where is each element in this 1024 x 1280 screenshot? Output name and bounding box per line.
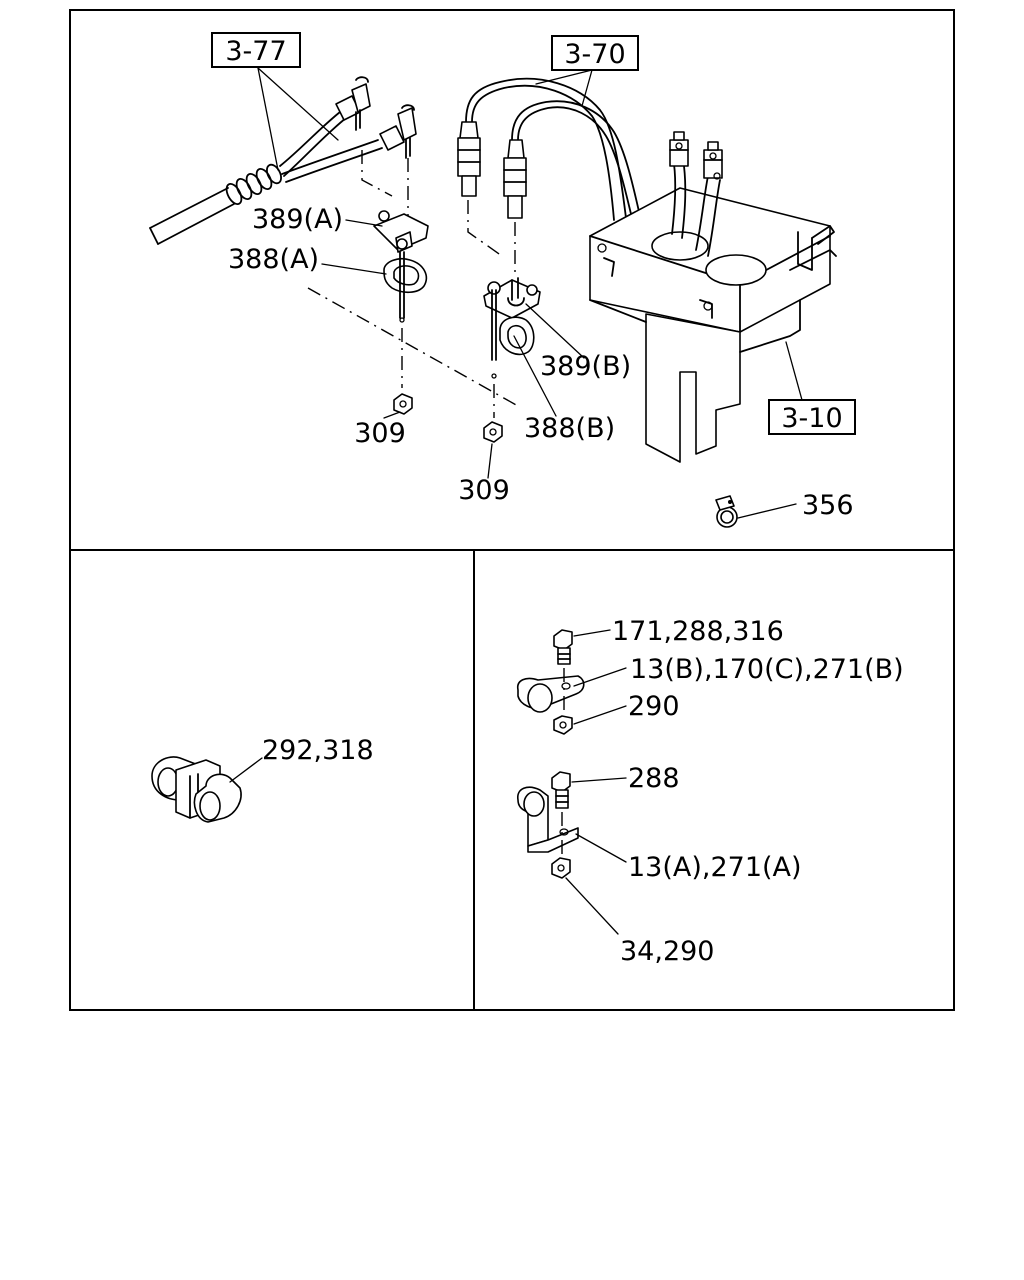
label-309-left: 309: [354, 418, 406, 449]
ref-3-70-label: 3-70: [564, 39, 625, 70]
label-288: 288: [628, 763, 680, 794]
leader-290: [573, 705, 627, 725]
label-356: 356: [802, 490, 854, 521]
label-389a: 389(A): [252, 204, 343, 235]
double-clip-drawing: [151, 756, 242, 823]
leader-34: [565, 877, 619, 935]
harness-3-77-drawing: [149, 76, 519, 415]
panel-frames: [69, 9, 955, 1011]
label-13a-271a: 13(A),271(A): [628, 852, 802, 883]
label-34-290: 34,290: [620, 936, 714, 967]
label-290: 290: [628, 691, 680, 722]
ref-3-10-box: 3-10: [768, 399, 856, 435]
leader-171: [573, 629, 611, 637]
leader-292: [229, 757, 263, 783]
hoses-3-70-drawing: [457, 77, 641, 443]
ref-3-70-box: 3-70: [551, 35, 639, 71]
leader-13a: [575, 833, 627, 863]
label-171-288-316: 171,288,316: [612, 616, 784, 647]
upper-clamp-drawing: [516, 629, 585, 735]
bottom-left-panel-frame: [69, 549, 475, 1011]
label-309-right: 309: [458, 475, 510, 506]
ref-3-77-box: 3-77: [211, 32, 301, 68]
clamp-356-drawing: [715, 495, 738, 528]
leader-288: [571, 777, 627, 783]
ref-3-77-label: 3-77: [225, 36, 286, 67]
top-leader-lines: [257, 67, 803, 519]
label-389b: 389(B): [540, 351, 631, 382]
lower-clamp-drawing: [517, 771, 579, 879]
bottom-right-panel-frame: [473, 549, 955, 1011]
leader-13b: [573, 667, 627, 687]
ref-3-10-label: 3-10: [781, 403, 842, 434]
label-13b-170c-271b: 13(B),170(C),271(B): [630, 654, 904, 685]
box-3-10-drawing: [589, 131, 837, 463]
label-292-318: 292,318: [262, 735, 374, 766]
label-388a: 388(A): [228, 244, 319, 275]
label-388b: 388(B): [524, 413, 615, 444]
